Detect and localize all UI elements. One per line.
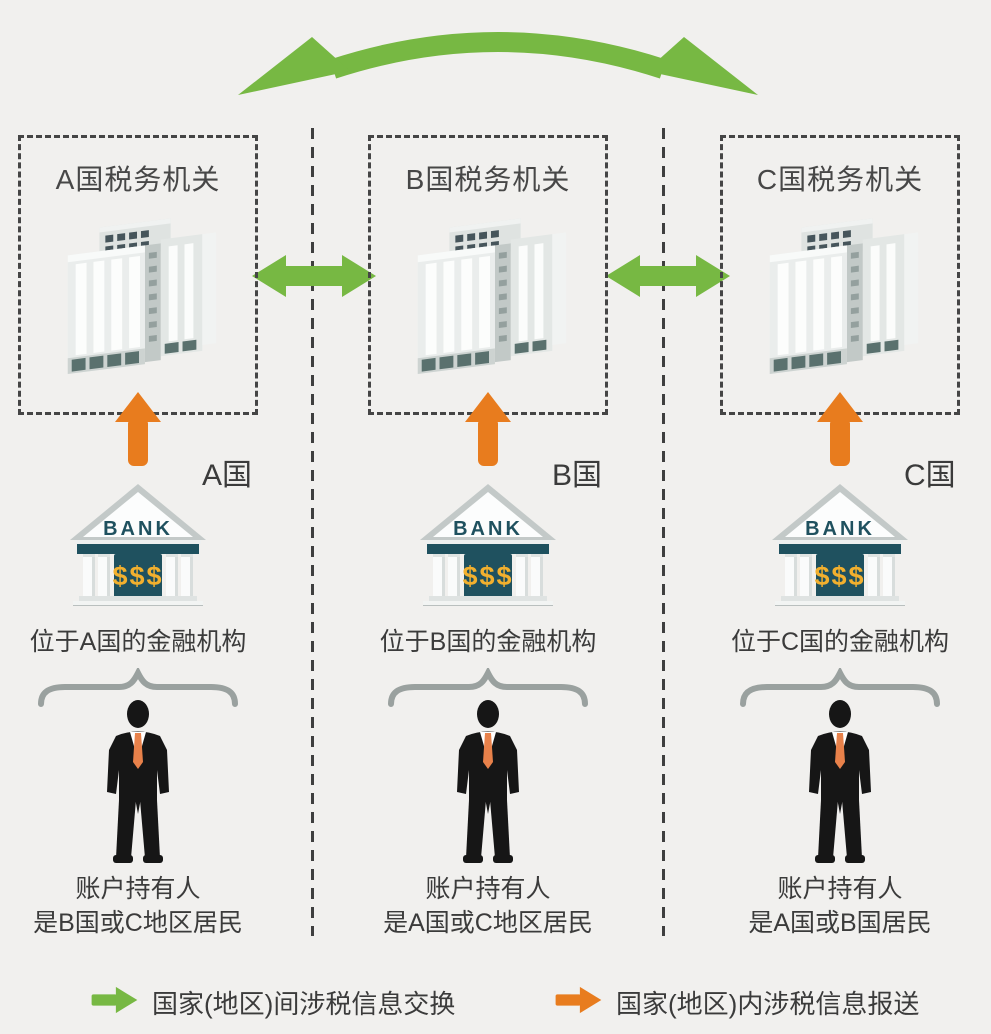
bank-icon: BANK $$$ xyxy=(70,484,206,606)
column-country-a: A国税务机关 A国 BANK $$$ 位于A国的金融机构 账户持有人 是B国或C… xyxy=(0,0,288,1034)
legend-exchange-arrow-icon xyxy=(88,986,140,1014)
bank-sign-text: BANK xyxy=(805,518,875,540)
bank-sign-text: BANK xyxy=(103,518,173,540)
report-arrow-icon xyxy=(465,392,511,468)
institution-label: 位于B国的金融机构 xyxy=(379,628,597,656)
top-exchange-arrow-icon xyxy=(238,32,758,95)
government-building-icon xyxy=(394,206,582,378)
country-label: C国 xyxy=(904,459,956,492)
tax-authority-box-c: C国税务机关 xyxy=(720,135,960,415)
account-holder-icon xyxy=(83,698,193,866)
legend-report-arrow-icon xyxy=(552,986,604,1014)
holder-text: 账户持有人 是A国或B国居民 xyxy=(690,872,990,940)
government-building-icon xyxy=(44,206,232,378)
column-country-b: B国税务机关 B国 BANK $$$ 位于B国的金融机构 账户持有人 是A国或C… xyxy=(338,0,638,1034)
tax-authority-box-a: A国税务机关 xyxy=(18,135,258,415)
holder-text-line1: 账户持有人 xyxy=(75,875,201,903)
bank-dollars-text: $$$ xyxy=(462,561,513,591)
holder-text: 账户持有人 是A国或C地区居民 xyxy=(338,872,638,940)
government-building-icon xyxy=(746,206,934,378)
column-separator xyxy=(662,128,665,936)
bank-sign-text: BANK xyxy=(453,518,523,540)
holder-text: 账户持有人 是B国或C地区居民 xyxy=(0,872,288,940)
holder-text-line1: 账户持有人 xyxy=(425,875,551,903)
column-separator xyxy=(311,128,314,936)
institution-label: 位于C国的金融机构 xyxy=(730,628,950,656)
report-arrow-icon xyxy=(115,392,161,468)
account-holder-icon xyxy=(785,698,895,866)
bank-dollars-text: $$$ xyxy=(814,561,865,591)
report-arrow-icon xyxy=(817,392,863,468)
account-holder-icon xyxy=(433,698,543,866)
holder-text-line1: 账户持有人 xyxy=(777,875,903,903)
legend-exchange-label: 国家(地区)间涉税信息交换 xyxy=(152,989,456,1019)
tax-authority-box-b: B国税务机关 xyxy=(368,135,608,415)
institution-label: 位于A国的金融机构 xyxy=(29,628,247,656)
tax-authority-title: C国税务机关 xyxy=(756,164,924,195)
country-label: A国 xyxy=(202,459,253,492)
column-country-c: C国税务机关 C国 BANK $$$ 位于C国的金融机构 账户持有人 是A国或B… xyxy=(690,0,990,1034)
bank-icon: BANK $$$ xyxy=(420,484,556,606)
bank-dollars-text: $$$ xyxy=(112,561,163,591)
country-label: B国 xyxy=(552,459,603,492)
legend-report-label: 国家(地区)内涉税信息报送 xyxy=(616,989,920,1019)
bank-icon: BANK $$$ xyxy=(772,484,908,606)
tax-authority-title: B国税务机关 xyxy=(405,164,571,195)
holder-text-line2: 是B国或C地区居民 xyxy=(33,909,243,937)
holder-text-line2: 是A国或B国居民 xyxy=(748,909,932,937)
holder-text-line2: 是A国或C地区居民 xyxy=(383,909,593,937)
tax-authority-title: A国税务机关 xyxy=(55,164,221,195)
